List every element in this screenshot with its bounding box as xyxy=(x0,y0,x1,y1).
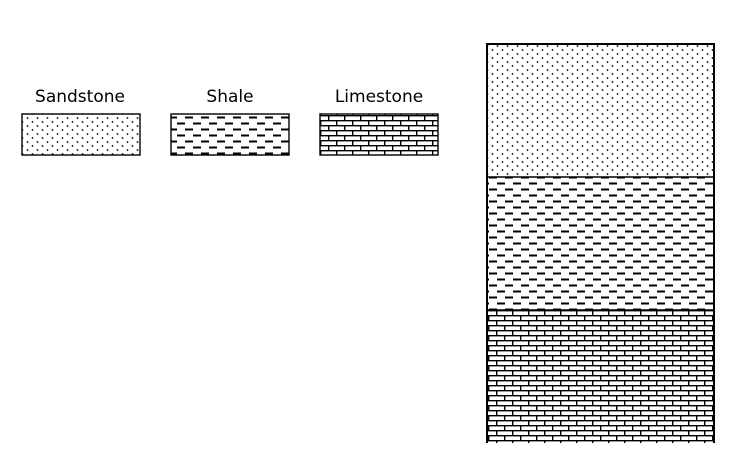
legend-label-sandstone: Sandstone xyxy=(35,87,125,107)
column-outline xyxy=(486,43,715,443)
limestone-swatch xyxy=(319,113,439,156)
legend: Sandstone Shale Limestone xyxy=(21,87,439,156)
legend-item-shale: Shale xyxy=(170,87,290,156)
shale-swatch xyxy=(170,113,290,156)
legend-label-shale: Shale xyxy=(206,87,253,107)
legend-item-limestone: Limestone xyxy=(319,87,439,156)
legend-label-limestone: Limestone xyxy=(335,87,423,107)
column-layer-shale xyxy=(487,177,714,310)
column-layer-sandstone xyxy=(487,44,714,177)
sandstone-swatch xyxy=(21,113,141,156)
column-layer-limestone xyxy=(487,310,714,443)
rock-column xyxy=(486,43,715,443)
legend-item-sandstone: Sandstone xyxy=(21,87,141,156)
